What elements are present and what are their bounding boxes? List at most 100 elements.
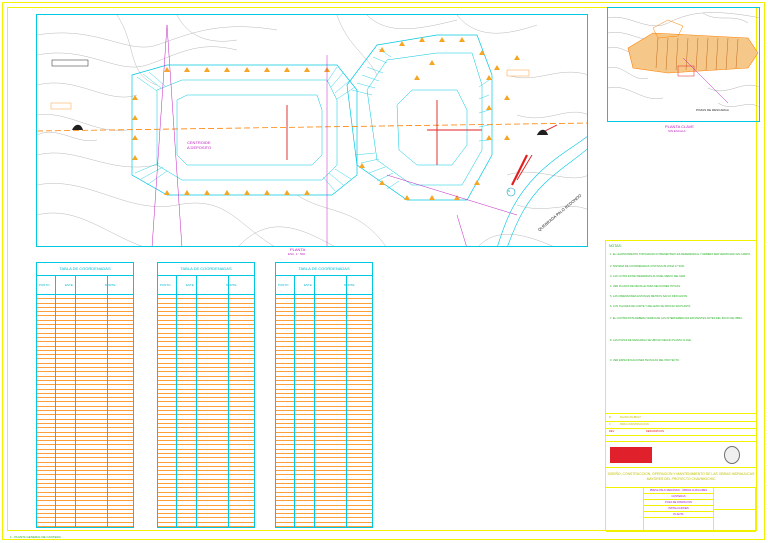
table-row — [276, 467, 372, 472]
table-row — [276, 424, 372, 429]
key-plan-caption: POZAS DE DESCARGA — [696, 108, 729, 112]
table-row — [158, 321, 254, 326]
table-row — [158, 368, 254, 373]
table-row — [37, 493, 133, 497]
table-row — [37, 501, 133, 506]
table-row — [158, 454, 254, 459]
col-header: PUNTO — [278, 283, 289, 287]
table-row — [158, 471, 254, 476]
table-row — [276, 377, 372, 381]
table-row — [158, 493, 254, 497]
table-rows — [37, 295, 133, 528]
table-row — [37, 454, 133, 459]
table-row — [276, 359, 372, 364]
government-seal-icon — [724, 446, 740, 464]
col-header: NORTE — [226, 283, 237, 287]
table-row — [158, 514, 254, 519]
table-row — [158, 424, 254, 429]
note-item: 7. EL CONTRATISTA DEBERA VERIFICAR LAS I… — [610, 317, 743, 320]
table-row — [158, 325, 254, 330]
table-row — [37, 518, 133, 523]
table-row — [276, 501, 372, 506]
table-row — [37, 484, 133, 489]
table-row — [276, 437, 372, 442]
boundary-markers — [132, 37, 520, 200]
col-header: PUNTO — [160, 283, 171, 287]
table-row — [276, 463, 372, 467]
key-plan-title: PLANTA CLAVE — [665, 124, 694, 129]
table-row — [37, 402, 133, 407]
notes-heading: NOTAS: — [609, 244, 622, 248]
note-item: 1. EL LEVANTAMIENTO TOPOGRAFICO PRESENTA… — [610, 253, 751, 256]
col-header: PUNTO — [39, 283, 50, 287]
table-row — [37, 411, 133, 416]
note-item: 2. SISTEMA DE COORDENADAS UTM WGS 84 ZON… — [610, 265, 685, 268]
drawing-info: PRESA PALO REDONDO - OBRAS AUXILIARES CA… — [606, 487, 756, 532]
table-row — [276, 433, 372, 437]
table-row — [158, 501, 254, 506]
callout-box-right — [506, 69, 530, 77]
table-title: TABLA DE COORDENADAS — [37, 263, 133, 276]
title-block: NOTAS: 1. EL LEVANTAMIENTO TOPOGRAFICO P… — [605, 240, 757, 532]
table-row — [276, 471, 372, 476]
table-row — [158, 463, 254, 467]
table-rows — [158, 295, 254, 528]
table-row — [158, 467, 254, 472]
table-row — [158, 441, 254, 446]
table-row — [37, 523, 133, 528]
table-row — [158, 488, 254, 493]
table-row — [37, 329, 133, 334]
table-row — [37, 488, 133, 493]
col-header: NORTE — [344, 283, 355, 287]
table-row — [37, 316, 133, 321]
table-title: TABLA DE COORDENADAS — [158, 263, 254, 276]
table-row — [276, 351, 372, 356]
col-header: ESTE — [304, 283, 312, 287]
table-row — [37, 510, 133, 515]
table-row — [276, 338, 372, 343]
plan-drawing — [37, 15, 587, 246]
table-row — [276, 497, 372, 502]
table-row — [276, 475, 372, 480]
table-row — [37, 325, 133, 330]
table-row — [276, 329, 372, 334]
note-item: 5. LAS DIMENSIONES ESTAN EN METROS SALVO… — [610, 295, 688, 298]
table-row — [158, 394, 254, 399]
table-row — [158, 523, 254, 528]
key-plan-scale: SIN ESCALA — [668, 129, 686, 133]
table-row — [158, 377, 254, 381]
table-row — [158, 420, 254, 424]
table-row — [276, 325, 372, 330]
table-row — [37, 458, 133, 463]
table-row — [158, 351, 254, 356]
table-row — [158, 308, 254, 313]
bottom-note: 1 - PLANTA GENERAL DE CANTERA — [10, 535, 61, 539]
table-row — [276, 415, 372, 420]
right-pond — [346, 34, 493, 201]
table-row — [37, 437, 133, 442]
table-row — [37, 506, 133, 510]
table-row — [37, 385, 133, 390]
table-row — [37, 295, 133, 300]
table-row — [276, 299, 372, 304]
table-row — [158, 475, 254, 480]
table-row — [276, 514, 372, 519]
note-item: 9. VER ESPECIFICACIONES TECNICAS DEL PRO… — [610, 359, 680, 362]
table-row — [158, 497, 254, 502]
slope-hatch — [134, 48, 490, 192]
table-row — [276, 523, 372, 528]
table-row — [276, 312, 372, 317]
table-row — [276, 398, 372, 403]
drawing-line-3: POZA DE DISIPACION — [644, 500, 714, 506]
table-row — [158, 437, 254, 442]
table-row — [158, 415, 254, 420]
table-row — [37, 312, 133, 317]
table-row — [37, 321, 133, 326]
center-label-2: A DEPOSITO — [187, 145, 212, 150]
col-header: ESTE — [186, 283, 194, 287]
center-label-1: CENTROIDE — [187, 140, 211, 145]
note-item: 8. LAS POZAS DE DESCARGA SE UBICAN SEGUN… — [610, 339, 692, 342]
key-plan-view: POZAS DE DESCARGA — [607, 7, 760, 122]
drawing-line-5: PLANTA — [644, 512, 714, 518]
table-row — [37, 304, 133, 308]
